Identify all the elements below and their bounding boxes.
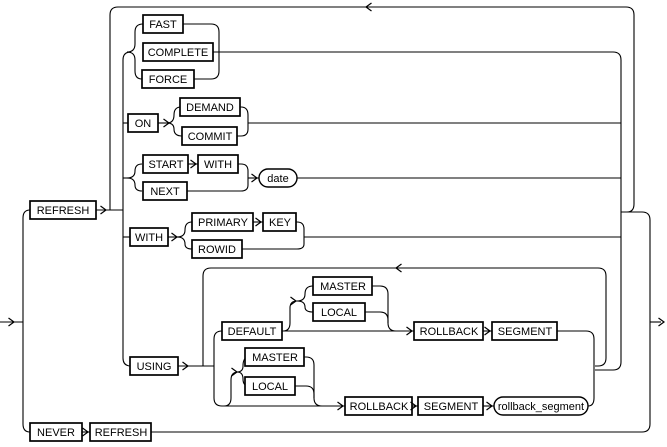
demand-box: [179, 97, 241, 117]
node-with: WITH: [129, 227, 169, 247]
rollback-2-box: [344, 396, 413, 416]
never-box: [29, 422, 83, 442]
date-oval: [258, 168, 298, 188]
left-trunk: [22, 209, 31, 433]
terminal-date: date: [258, 168, 298, 188]
rollback-segment-oval: [493, 396, 589, 416]
node-next: NEXT: [142, 181, 188, 201]
force-label: FORCE: [149, 74, 188, 86]
start-label: START: [148, 159, 183, 171]
master-1-label: MASTER: [320, 281, 366, 293]
nodes: REFRESH FAST COMPLETE FORCE ON DEMAND CO…: [29, 14, 589, 442]
segment-1-box: [491, 321, 558, 341]
refresh-2-box: [89, 422, 152, 442]
fast-box: [142, 14, 184, 34]
node-local-1: LOCAL: [312, 302, 366, 322]
on-label: ON: [135, 118, 152, 130]
options-branch-vertical: [122, 51, 132, 367]
node-master-1: MASTER: [312, 276, 373, 296]
force-box: [141, 69, 195, 89]
rowid-box: [191, 239, 243, 259]
default-label: DEFAULT: [228, 326, 277, 338]
local-2-box: [244, 376, 296, 396]
node-key: KEY: [262, 212, 297, 232]
node-demand: DEMAND: [179, 97, 241, 117]
next-label: NEXT: [150, 186, 180, 198]
node-with-start: WITH: [197, 154, 239, 174]
node-fast: FAST: [142, 14, 184, 34]
node-segment-1: SEGMENT: [491, 321, 558, 341]
using-box: [129, 356, 179, 376]
outer-loop-line: [109, 6, 635, 213]
next-box: [142, 181, 188, 201]
primary-label: PRIMARY: [198, 217, 249, 229]
complete-label: COMPLETE: [148, 47, 209, 59]
node-default: DEFAULT: [221, 321, 283, 341]
node-never: NEVER: [29, 422, 83, 442]
segment-2-label: SEGMENT: [424, 401, 479, 413]
date-label: date: [267, 173, 288, 185]
commit-box: [181, 126, 238, 146]
complete-box: [142, 42, 214, 62]
node-primary: PRIMARY: [191, 212, 254, 232]
node-using: USING: [129, 356, 179, 376]
node-commit: COMMIT: [181, 126, 238, 146]
using-output-vertical: [557, 330, 595, 407]
demand-label: DEMAND: [186, 102, 234, 114]
node-local-2: LOCAL: [244, 376, 296, 396]
rowid-label: ROWID: [198, 244, 236, 256]
node-segment-2: SEGMENT: [417, 396, 484, 416]
rollback-1-label: ROLLBACK: [420, 326, 479, 338]
default-option-arrow-icon: [289, 296, 297, 306]
node-on: ON: [127, 113, 159, 133]
fast-label: FAST: [149, 19, 177, 31]
segment-1-label: SEGMENT: [498, 326, 553, 338]
plain-option-arrow-icon: [230, 367, 238, 377]
master-1-box: [312, 276, 373, 296]
key-label: KEY: [269, 217, 292, 229]
rollback-1-box: [413, 321, 484, 341]
start-box: [142, 154, 189, 174]
default-box: [221, 321, 283, 341]
node-refresh-2: REFRESH: [89, 422, 152, 442]
key-box: [262, 212, 297, 232]
using-loop-line: [202, 267, 607, 367]
node-rollback-1: ROLLBACK: [413, 321, 484, 341]
terminal-rollback-segment: rollback_segment: [493, 396, 589, 416]
local-1-label: LOCAL: [321, 307, 357, 319]
primary-box: [191, 212, 254, 232]
never-label: NEVER: [37, 427, 75, 439]
master-2-box: [244, 347, 305, 367]
with-start-label: WITH: [204, 159, 232, 171]
local-1-box: [312, 302, 366, 322]
master-2-label: MASTER: [252, 352, 298, 364]
using-branch-vertical: [213, 330, 223, 407]
using-label: USING: [137, 361, 172, 373]
with-start-box: [197, 154, 239, 174]
node-rowid: ROWID: [191, 239, 243, 259]
right-merge-vertical: [213, 51, 622, 371]
refresh-2-label: REFRESH: [95, 427, 148, 439]
node-refresh: REFRESH: [29, 200, 97, 220]
node-master-2: MASTER: [244, 347, 305, 367]
arrowheads: [7, 2, 665, 437]
on-box: [127, 113, 159, 133]
with-box: [129, 227, 169, 247]
connector-lines: [0, 6, 661, 433]
node-rollback-2: ROLLBACK: [344, 396, 413, 416]
commit-label: COMMIT: [188, 131, 233, 143]
node-start: START: [142, 154, 189, 174]
node-complete: COMPLETE: [142, 42, 214, 62]
node-force: FORCE: [141, 69, 195, 89]
refresh-label: REFRESH: [37, 205, 90, 217]
refresh-box: [29, 200, 97, 220]
segment-2-box: [417, 396, 484, 416]
with-label: WITH: [135, 232, 163, 244]
local-2-label: LOCAL: [252, 381, 288, 393]
rollback-segment-label: rollback_segment: [498, 401, 584, 413]
rollback-2-label: ROLLBACK: [350, 401, 409, 413]
